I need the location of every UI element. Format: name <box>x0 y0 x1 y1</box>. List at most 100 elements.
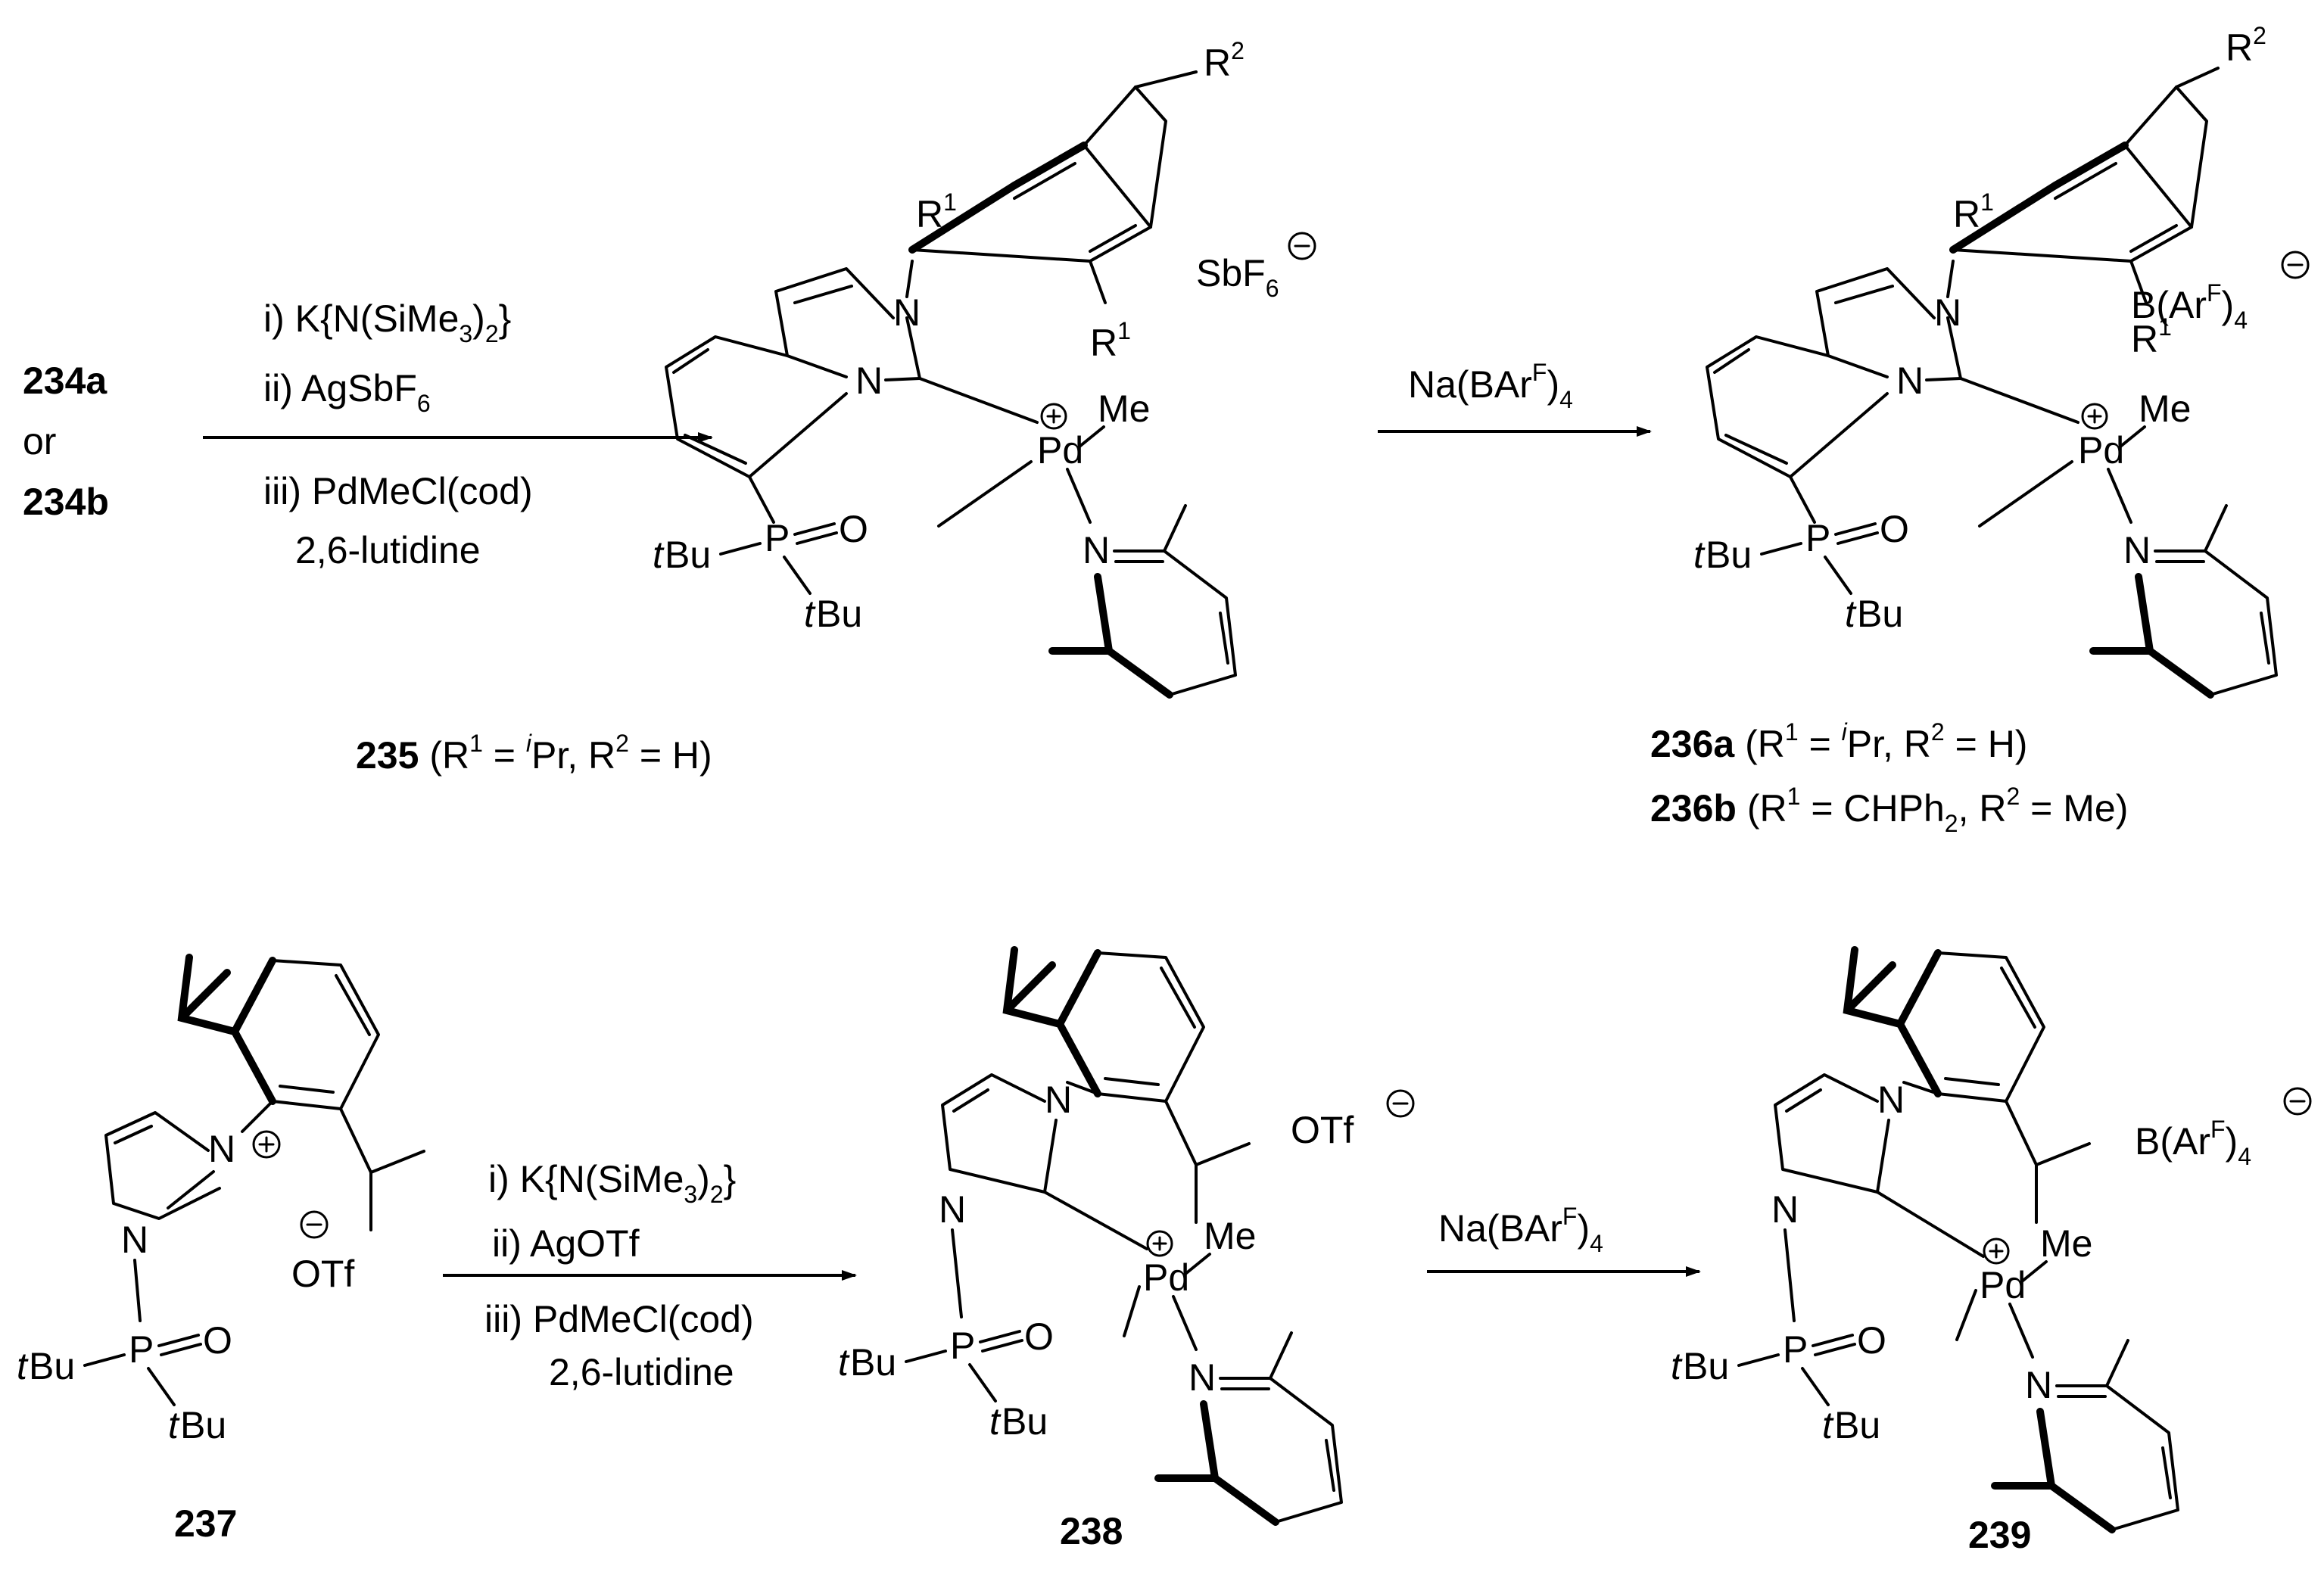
negative-charge-icon <box>300 1210 329 1239</box>
nitrogen-label: N <box>1877 1079 1905 1121</box>
aryl-double-inner <box>1013 162 1137 253</box>
pyridine-ring <box>1706 335 1889 478</box>
bond-o-pd <box>1955 1289 1977 1341</box>
reagent-lutidine: 2,6-lutidine <box>549 1351 734 1393</box>
negative-charge-icon <box>2281 251 2310 279</box>
nitrogen-label: N <box>121 1219 148 1261</box>
r1-label: R1 <box>2131 313 2172 360</box>
nitrogen-label: N <box>1934 291 1961 334</box>
compound-235-structure: R2 R1 R1 N N SbF6 <box>651 37 1316 695</box>
aryl-wedge <box>1011 142 1088 189</box>
bond-carbene-pd <box>918 377 1039 424</box>
imidazole-double-inner <box>1834 285 1894 304</box>
r1-label: R1 <box>1090 317 1131 364</box>
bond-ring-p <box>748 475 775 524</box>
anion-otf: OTf <box>1291 1109 1354 1151</box>
compound-238-structure: N N OTf <box>836 950 1415 1522</box>
reaction-arrow-step-1: i) K{N(SiMe3)2} ii) AgSbF6 iii) PdMeCl(c… <box>203 297 713 571</box>
bond-n-aryl <box>1902 1081 1939 1095</box>
pyridine-ring <box>665 335 848 478</box>
or-label: or <box>23 420 56 462</box>
r1-bond <box>1089 260 1107 304</box>
reagent-lutidine: 2,6-lutidine <box>295 529 481 571</box>
compound-234b-label: 234b <box>23 481 109 523</box>
compound-234a-label: 234a <box>23 360 107 402</box>
r2-label: R2 <box>2226 22 2266 69</box>
imidazoline-ring <box>941 1073 1058 1194</box>
nitrogen-label: N <box>1045 1079 1072 1121</box>
aryl-wedge <box>908 182 1018 254</box>
reagent-nabarf: Na(BArF)4 <box>1408 359 1573 413</box>
starting-material-234: 234a or 234b <box>23 360 109 523</box>
compound-237-structure: N N OTf <box>15 957 424 1448</box>
imidazoline-double-inner <box>952 1088 989 1113</box>
reaction-arrow-step-3: i) K{N(SiMe3)2} ii) AgOTf iii) PdMeCl(co… <box>443 1158 857 1393</box>
reagent-kn-sime3: i) K{N(SiMe3)2} <box>263 297 511 347</box>
compound-236-structure: R2 R1 R1 N N B(ArF)4 <box>1692 22 2310 695</box>
bond-o-pd <box>1978 460 2073 528</box>
imidazole-ring <box>1815 267 1936 378</box>
bond-n-p <box>951 1228 963 1318</box>
anion-otf: OTf <box>291 1253 354 1295</box>
bond-carbene-pd <box>1959 377 2079 424</box>
r1-label: R1 <box>1953 188 1994 235</box>
positive-charge-icon <box>252 1130 281 1159</box>
nitrogen-label: N <box>1771 1188 1799 1231</box>
bond-n-aryl <box>905 260 914 298</box>
reagent-agsbf6: ii) AgSbF6 <box>263 367 431 417</box>
compound-235-caption: 235 (R1 = iPr, R2 = H) <box>356 730 712 777</box>
negative-charge-icon <box>1386 1089 1415 1118</box>
imidazoline-ring <box>1774 1073 1890 1194</box>
anion-sbf6: SbF6 <box>1196 252 1279 302</box>
imidazolium-double-inner <box>114 1125 215 1209</box>
reagent-pdmecl-cod: iii) PdMeCl(cod) <box>484 1298 754 1340</box>
compound-238-caption: 238 <box>1060 1510 1123 1552</box>
bond-carbene-pd <box>1043 1191 1148 1250</box>
nitrogen-label: N <box>855 360 883 402</box>
compound-237-caption: 237 <box>174 1502 237 1545</box>
bond-n-aryl <box>1946 260 1955 298</box>
anion-barf: B(ArF)4 <box>2131 279 2248 334</box>
aryl-ring <box>1083 86 1167 229</box>
reaction-arrow-step-2: Na(BArF)4 <box>1378 359 1652 437</box>
reagent-nabarf: Na(BArF)4 <box>1438 1203 1603 1257</box>
imidazole-double-inner <box>793 285 853 304</box>
r1-label: R1 <box>916 188 957 235</box>
r2-label: R2 <box>1204 37 1245 84</box>
bond-n-aryl <box>1066 1081 1099 1095</box>
pyridine-double-inner <box>672 348 747 465</box>
imidazole-ring <box>774 267 895 378</box>
compound-239-caption: 239 <box>1968 1514 2031 1556</box>
aryl-wedge <box>1949 182 2059 254</box>
pyridine-double-inner <box>1713 348 1788 465</box>
bond-n-p <box>1783 1228 1796 1322</box>
negative-charge-icon <box>2283 1087 2312 1116</box>
r2-bond <box>1134 70 1198 89</box>
plus-sign-icon <box>258 1136 275 1153</box>
nitrogen-label: N <box>208 1128 235 1170</box>
negative-charge-icon <box>1288 232 1316 260</box>
aryl-wedge <box>2051 142 2129 189</box>
bond-o-pd <box>937 460 1033 528</box>
bond-ring-p <box>1789 475 1816 524</box>
r2-bond <box>2175 67 2220 89</box>
nitrogen-label: N <box>1896 360 1924 402</box>
bond-n-p <box>133 1259 142 1322</box>
imidazoline-double-inner <box>1785 1088 1822 1113</box>
compound-236a-caption: 236a (R1 = iPr, R2 = H) <box>1650 718 2027 765</box>
nitrogen-label: N <box>939 1188 966 1231</box>
reaction-arrow-step-4: Na(BArF)4 <box>1427 1203 1701 1277</box>
bond-o-pd <box>1123 1285 1141 1337</box>
reagent-agotf: ii) AgOTf <box>492 1222 640 1265</box>
compound-239-structure: N N B(ArF)4 <box>1669 950 2312 1530</box>
nitrogen-label: N <box>893 291 921 334</box>
bond-carbene-pd <box>1876 1191 1985 1258</box>
aryl-double-inner <box>2054 162 2178 253</box>
reagent-pdmecl-cod: iii) PdMeCl(cod) <box>263 470 533 512</box>
aryl-ring <box>2123 86 2208 229</box>
anion-barf: B(ArF)4 <box>2135 1116 2251 1170</box>
reagent-kn-sime3: i) K{N(SiMe3)2} <box>488 1158 736 1208</box>
bond-n-aryl <box>241 1100 274 1133</box>
compound-236b-caption: 236b (R1 = CHPh2, R2 = Me) <box>1650 783 2128 837</box>
